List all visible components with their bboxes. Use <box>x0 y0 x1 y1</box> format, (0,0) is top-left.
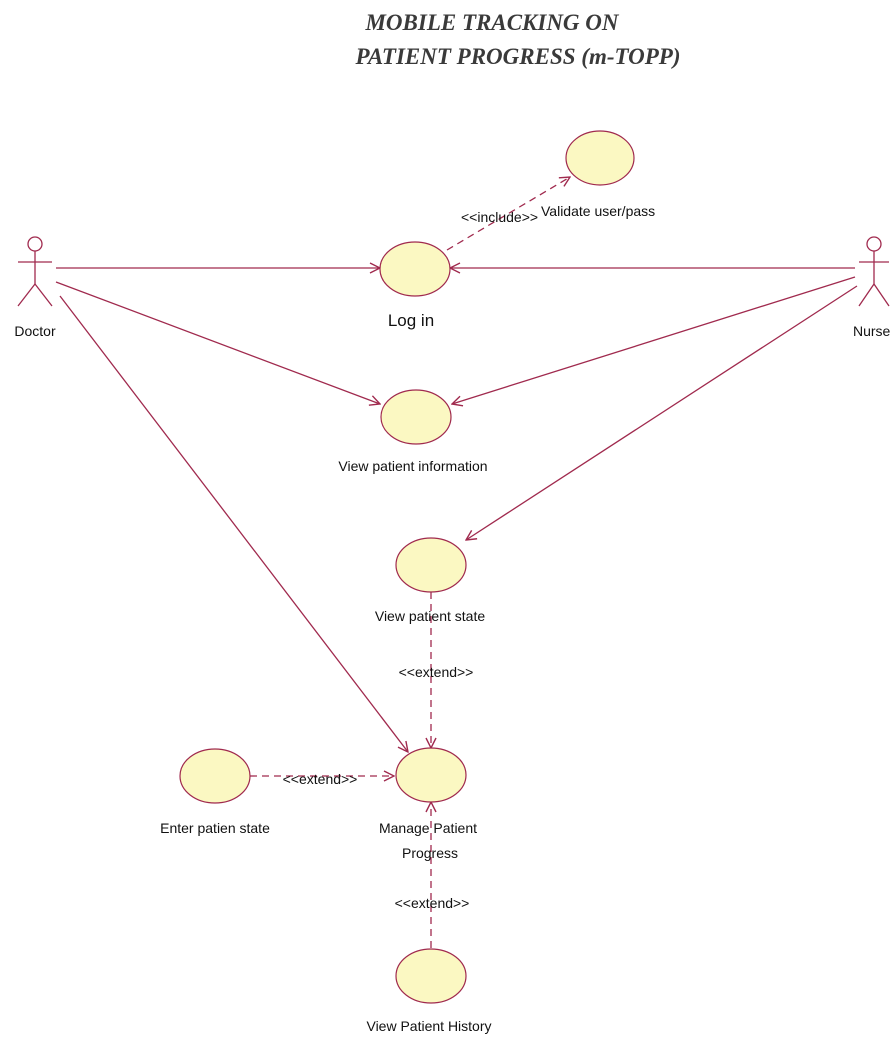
use-case-view-info: View patient information <box>338 389 488 474</box>
include-stereotype-label: <<include>> <box>461 209 538 225</box>
extend-stereotype-enter-state-label: <<extend>> <box>283 771 358 787</box>
diagram-title-line1: MOBILE TRACKING ON <box>364 10 619 35</box>
doctor-stick-figure-icon <box>17 236 53 307</box>
doctor-view-info-association <box>55 281 380 404</box>
diagram-title-line2: PATIENT PROGRESS (m-TOPP) <box>355 44 681 69</box>
use-case-view-info-label: View patient information <box>338 458 487 474</box>
nurse-view-info-association <box>452 276 856 404</box>
doctor-manage-progress-association <box>59 295 408 752</box>
doctor-label: Doctor <box>14 323 56 339</box>
relationships <box>55 177 858 948</box>
use-case-login-label: Log in <box>388 311 434 330</box>
extend-stereotype-view-state-label: <<extend>> <box>399 664 474 680</box>
use-case-view-state-label: View patient state <box>375 608 485 624</box>
use-case-manage-progress: Manage Patient Progress <box>379 747 477 861</box>
use-case-enter-state-label: Enter patien state <box>160 820 270 836</box>
extend-stereotype-history-label: <<extend>> <box>395 895 470 911</box>
use-case-validate: Validate user/pass <box>541 130 655 219</box>
use-case-view-state: View patient state <box>375 537 485 624</box>
use-case-enter-state: Enter patien state <box>160 748 270 836</box>
use-case-validate-label: Validate user/pass <box>541 203 655 219</box>
nurse-view-state-association <box>466 285 858 540</box>
doctor-actor: Doctor <box>14 236 56 339</box>
nurse-actor: Nurse <box>853 236 890 339</box>
use-case-view-history-label: View Patient History <box>366 1018 491 1034</box>
use-case-manage-label-line1: Manage Patient <box>379 820 477 836</box>
nurse-label: Nurse <box>853 323 890 339</box>
use-case-view-history: View Patient History <box>366 948 492 1034</box>
use-case-manage-label-line2: Progress <box>402 845 458 861</box>
nurse-stick-figure-icon <box>858 236 890 307</box>
use-case-login: Log in <box>379 241 451 330</box>
